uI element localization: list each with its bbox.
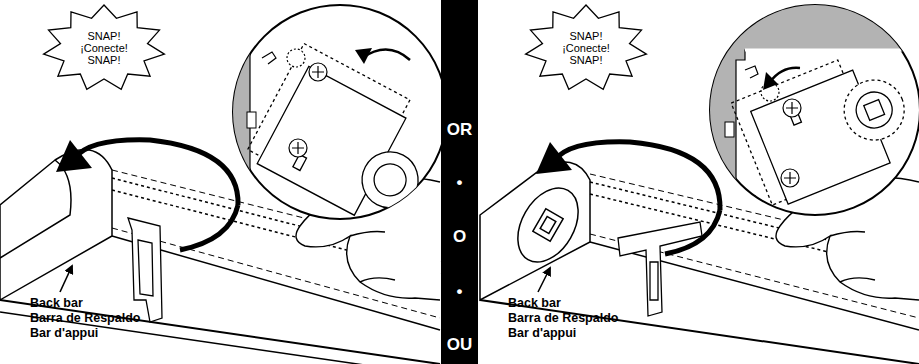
detail-inset-left-part-part-part: [292, 142, 304, 154]
back-bar-pointer-left-part: [60, 266, 72, 292]
snap-text: SNAP!: [87, 54, 120, 66]
snap-text: ¡Conecte!: [80, 42, 128, 54]
rotation-arrow-left: [56, 140, 238, 250]
headrail-right-part: [533, 209, 563, 242]
bracket-clip-right-part: [650, 262, 658, 300]
detail-inset-right-part-part: [731, 43, 919, 210]
headrail-right-part: [540, 216, 556, 233]
detail-inset-left-part-part-part: [262, 52, 276, 64]
part-label: Back bar: [508, 296, 561, 311]
detail-inset-right-part-part: [763, 72, 778, 90]
detail-inset-left-part-part: [244, 44, 452, 236]
hand-left-part: [350, 232, 385, 237]
hand-right-part: [840, 278, 875, 282]
rotation-arrow-left-part: [56, 140, 92, 172]
bracket-clip-left: [128, 218, 162, 322]
detail-inset-left-part-part-part: [287, 49, 305, 67]
separator-text: •: [441, 282, 478, 302]
detail-inset-left: [228, 0, 452, 240]
rotation-arrow-right-part: [536, 142, 572, 174]
separator-text: O: [441, 227, 478, 247]
headrail-right-part: [480, 162, 590, 300]
detail-inset-left-part-part-part: [309, 63, 327, 81]
separator-text: OR: [441, 120, 478, 140]
detail-inset-left-part-part: [228, 0, 262, 240]
separator-text: OU: [441, 335, 478, 355]
hand-right-part: [830, 232, 865, 237]
snap-starburst: SNAP!¡Conecte!SNAP!: [42, 4, 166, 92]
part-label: Barra de Respaldo: [30, 311, 140, 326]
rotation-arrow-right-part: [665, 210, 720, 254]
bracket-clip-left-part: [138, 240, 153, 296]
snap-text: SNAP!: [569, 54, 602, 66]
detail-inset-left-part-part-part: [262, 196, 276, 208]
detail-inset-right-part-part-part: [784, 172, 796, 184]
snap-text: SNAP!: [569, 30, 602, 42]
detail-inset-right: [700, 0, 919, 240]
detail-inset-left-part-part: [247, 112, 256, 128]
detail-inset-right-part-part-part: [745, 66, 758, 78]
detail-inset-left-part-part-part: [368, 158, 411, 201]
separator-band: OR • O • OU: [441, 0, 478, 364]
part-label: Back bar: [30, 296, 83, 311]
starburst-shape: [526, 5, 647, 89]
rotation-arrow-right: [536, 142, 720, 254]
detail-inset-right-part-part: [770, 68, 800, 82]
detail-inset-left-part-part: [355, 48, 372, 64]
snap-text: ¡Conecte!: [562, 42, 610, 54]
rotation-arrow-right-part: [555, 142, 720, 210]
rotation-arrow-left-part: [75, 140, 238, 205]
part-label: Bar d'appui: [508, 326, 576, 341]
detail-inset-right-part: [700, 0, 919, 240]
part-label: Barra de Respaldo: [508, 311, 618, 326]
part-label: Bar d'appui: [30, 326, 98, 341]
separator-text: •: [441, 173, 478, 193]
detail-inset-left-part-part-part: [312, 66, 324, 78]
headrail-left: [0, 150, 440, 364]
detail-inset-right-part-part: [700, 0, 919, 240]
snap-text: SNAP!: [87, 30, 120, 42]
starburst-shape: [44, 5, 165, 89]
detail-inset-right-part-part-part: [783, 99, 801, 117]
detail-inset-right-part-part-part: [864, 100, 885, 121]
back-bar-pointer-right: [538, 268, 550, 292]
detail-inset-right-part-part-part: [781, 169, 799, 187]
bracket-clip-left-part: [128, 218, 162, 322]
detail-inset-right-part-part: [745, 49, 919, 52]
detail-inset-right-part-part: [745, 66, 801, 208]
headrail-right-part: [505, 177, 590, 272]
back-bar-pointer-right-part: [538, 268, 550, 292]
hand-left-part: [360, 278, 395, 282]
headrail-left-part: [0, 150, 112, 300]
headrail-left-part: [0, 160, 71, 258]
detail-inset-left-part: [228, 0, 452, 240]
detail-inset-left-part-part-part: [289, 139, 307, 157]
rotation-arrow-left-part: [180, 205, 238, 250]
detail-inset-left-part-part: [262, 49, 327, 208]
bracket-clip-right-part: [618, 222, 702, 316]
detail-inset-left-part-part-part: [352, 142, 428, 218]
headrail-left-part: [0, 312, 440, 364]
detail-inset-right-part-part-part: [745, 196, 758, 208]
detail-inset-right-part-part-part: [835, 71, 913, 149]
back-bar-pointer-left: [60, 266, 72, 292]
bracket-clip-right: [618, 222, 702, 316]
detail-inset-right-part-part: [725, 122, 734, 137]
detail-inset-right-part-part-part: [851, 87, 898, 134]
detail-inset-right-part-part-part: [786, 102, 798, 114]
snap-starburst: SNAP!¡Conecte!SNAP!: [524, 4, 648, 92]
detail-inset-left-part: [233, 5, 447, 219]
starburst-text-group: SNAP!¡Conecte!SNAP!: [42, 4, 166, 92]
starburst-text-group: SNAP!¡Conecte!SNAP!: [524, 4, 648, 92]
